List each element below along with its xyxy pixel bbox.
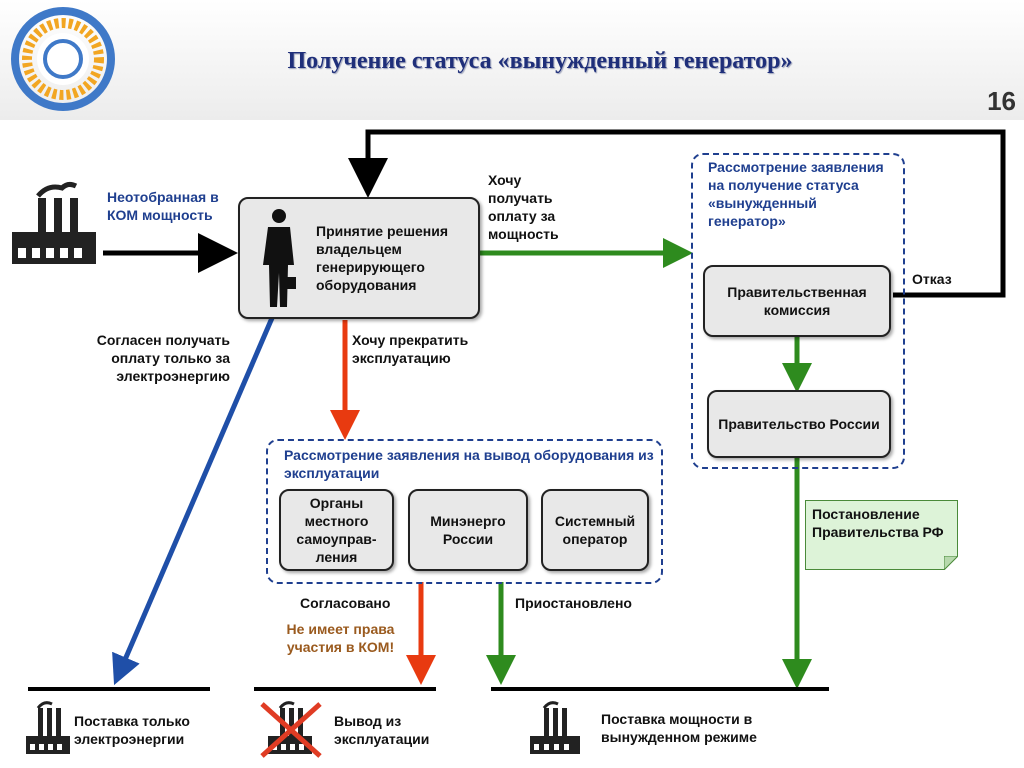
company-logo bbox=[11, 7, 115, 111]
owner-decision-text: Принятие решения владельцем генерирующег… bbox=[316, 223, 449, 293]
decommission-review-title: Рассмотрение заявления на вывод оборудов… bbox=[284, 447, 654, 481]
folded-corner bbox=[944, 556, 958, 570]
businessman-icon bbox=[263, 209, 296, 307]
outcome-energy-only: Поставка только электроэнергии bbox=[74, 713, 190, 747]
approved-label: Согласовано bbox=[300, 595, 391, 611]
minenergo-box: Минэнерго России bbox=[408, 489, 528, 571]
gov-russia-box: Правительство России bbox=[707, 390, 891, 458]
gov-resolution-note: Постановление Правительства РФ bbox=[805, 500, 958, 570]
page-number: 16 bbox=[987, 86, 1016, 116]
energy-only-arrow bbox=[112, 317, 275, 686]
system-operator-box: Системный оператор bbox=[541, 489, 649, 571]
no-rights-label: Не имеет права участия в КОМ! bbox=[286, 621, 395, 655]
unselected-capacity-label: Неотобранная в КОМ мощность bbox=[107, 189, 219, 223]
owner-decision-box: Принятие решения владельцем генерирующег… bbox=[238, 197, 480, 319]
want-pay-label: Хочу получать оплату за мощность bbox=[488, 172, 559, 242]
agree-energy-only-label: Согласен получать оплату только за элект… bbox=[96, 332, 230, 384]
factory-icon bbox=[26, 701, 70, 754]
refusal-loop-arrow bbox=[348, 129, 1006, 298]
outcome-decommission: Вывод из эксплуатации bbox=[334, 713, 430, 747]
header-bar bbox=[0, 0, 1024, 120]
gov-commission-box: Правительственная комиссия bbox=[703, 265, 891, 337]
gov-resolution-text: Постановление Правительства РФ bbox=[812, 506, 944, 540]
factory-crossed-icon bbox=[260, 701, 322, 758]
refusal-label: Отказ bbox=[912, 271, 952, 287]
decommission-review-group bbox=[266, 439, 663, 584]
outcome-forced-mode: Поставка мощности в вынужденном режиме bbox=[601, 711, 757, 745]
want-stop-label: Хочу прекратить эксплуатацию bbox=[352, 332, 469, 366]
forced-generator-review-group bbox=[691, 153, 905, 469]
local-gov-box: Органы местного самоуправ-ления bbox=[279, 489, 394, 571]
factory-icon bbox=[12, 181, 96, 264]
forced-generator-review-title: Рассмотрение заявления на получение стат… bbox=[708, 159, 884, 229]
page-title: Получение статуса «вынужденный генератор… bbox=[287, 48, 793, 74]
factory-icon bbox=[530, 701, 580, 754]
suspended-label: Приостановлено bbox=[515, 595, 632, 611]
